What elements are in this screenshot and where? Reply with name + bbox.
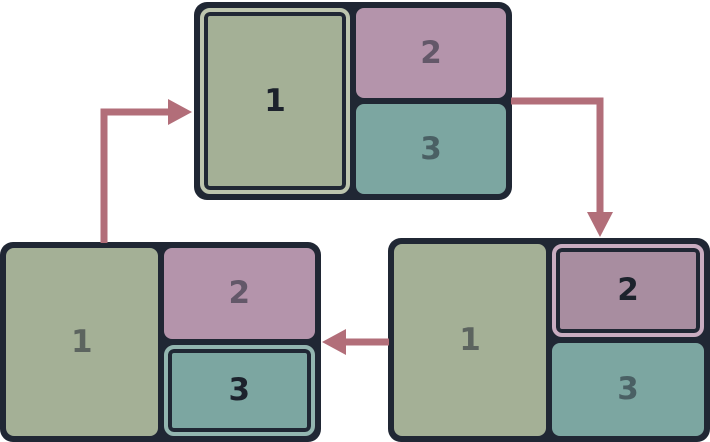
window-1: 1 xyxy=(6,248,158,436)
window-group-top: 1 2 3 xyxy=(194,2,512,200)
arrow-top-to-bottom-right xyxy=(511,97,613,237)
arrow-head-down-icon xyxy=(587,212,613,237)
window-1: 1 xyxy=(394,244,546,436)
arrow-line xyxy=(100,108,170,243)
window-label: 1 xyxy=(264,82,286,119)
window-label: 2 xyxy=(420,34,442,71)
window-label: 2 xyxy=(617,272,639,308)
arrow-bottom-left-to-top xyxy=(100,99,192,243)
arrow-line xyxy=(511,97,604,214)
window-3: 3 xyxy=(552,343,704,436)
window-2: 2 xyxy=(356,8,506,98)
window-1-focused: 1 xyxy=(200,8,350,194)
window-group-bottom-right: 1 2 3 xyxy=(388,238,710,442)
window-label: 1 xyxy=(70,323,93,360)
window-3-focused: 3 xyxy=(163,345,315,436)
arrow-head-right-icon xyxy=(168,99,192,125)
arrow-head-left-icon xyxy=(322,329,346,355)
arrow-bottom-right-to-bottom-left xyxy=(322,329,389,355)
window-label: 3 xyxy=(420,130,442,167)
window-2: 2 xyxy=(163,248,315,339)
window-3: 3 xyxy=(356,104,506,194)
window-group-bottom-left: 1 2 3 xyxy=(0,242,321,442)
window-label: 3 xyxy=(228,372,251,408)
window-label: 3 xyxy=(617,371,639,407)
window-label: 2 xyxy=(228,275,251,311)
window-label: 1 xyxy=(459,321,481,358)
window-2-focused: 2 xyxy=(552,244,704,337)
